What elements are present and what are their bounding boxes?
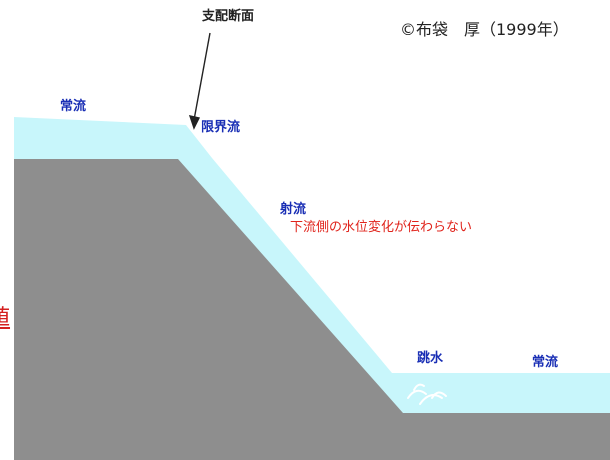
label-control-section: 支配断面 [202, 9, 255, 24]
label-supercritical-note: 下流側の水位変化が伝わらない [290, 220, 473, 235]
label-supercritical-flow: 射流 [280, 202, 307, 217]
edge-link[interactable]: 値 [0, 308, 10, 330]
label-critical-flow: 限界流 [201, 120, 241, 135]
copyright-text: ©布袋 厚（1999年） [400, 20, 569, 39]
channel-bed [14, 159, 610, 460]
label-subcritical-downstream: 常流 [532, 355, 559, 370]
hydraulic-jump-splash [407, 383, 447, 405]
label-subcritical-upstream: 常流 [60, 99, 87, 114]
label-hydraulic-jump: 跳水 [417, 351, 444, 366]
control-section-arrow [188, 32, 211, 130]
